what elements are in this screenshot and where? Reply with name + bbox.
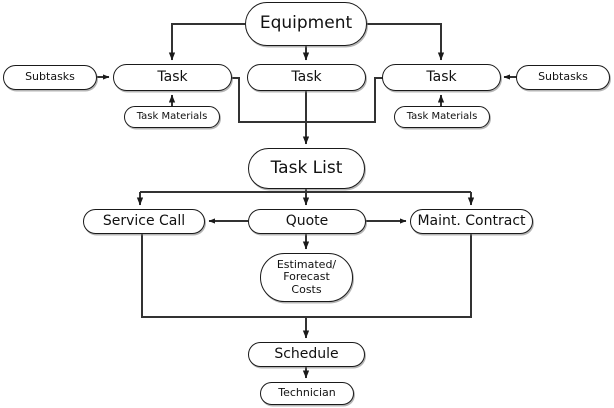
edge-group-to-schedule (141, 233, 472, 339)
node-technician-label: Technician (278, 386, 336, 400)
edge-group-equipment-to-tasks (168, 23, 445, 61)
node-equipment[interactable]: Equipment (245, 2, 367, 46)
node-service-call-label: Service Call (102, 212, 186, 229)
edge-group-task-materials (168, 94, 445, 106)
node-estimated-costs-label: Estimated/ Forecast Costs (276, 258, 337, 296)
node-task-materials-left[interactable]: Task Materials (124, 106, 220, 128)
node-schedule-label: Schedule (274, 345, 339, 362)
node-task-left[interactable]: Task (113, 64, 232, 91)
node-subtasks-left[interactable]: Subtasks (3, 65, 97, 90)
node-task-left-label: Task (157, 68, 188, 85)
node-schedule[interactable]: Schedule (248, 342, 365, 367)
node-task-center-label: Task (291, 68, 322, 85)
node-maint-contract-label: Maint. Contract (417, 212, 526, 229)
node-subtasks-right-label: Subtasks (538, 70, 588, 84)
edge-equipment-task-right (367, 23, 445, 61)
node-equipment-label: Equipment (259, 13, 353, 34)
node-task-center[interactable]: Task (247, 64, 366, 91)
edge-group-tasklist-branch (136, 189, 475, 206)
edge-equipment-task-left (168, 23, 245, 61)
node-task-materials-right-label: Task Materials (406, 111, 478, 123)
edge-task-left-tasklist (232, 77, 306, 123)
node-task-materials-right[interactable]: Task Materials (394, 106, 490, 128)
node-task-list-label: Task List (270, 157, 343, 178)
node-quote[interactable]: Quote (248, 209, 366, 234)
node-estimated-costs[interactable]: Estimated/ Forecast Costs (260, 253, 353, 302)
node-technician[interactable]: Technician (260, 382, 354, 405)
node-subtasks-left-label: Subtasks (25, 70, 75, 84)
node-task-materials-left-label: Task Materials (136, 111, 208, 123)
node-quote-label: Quote (285, 212, 329, 229)
node-maint-contract[interactable]: Maint. Contract (410, 209, 533, 234)
edge-group-quote-siblings (208, 218, 407, 250)
node-subtasks-right[interactable]: Subtasks (516, 65, 610, 90)
node-service-call[interactable]: Service Call (83, 209, 205, 234)
node-task-right-label: Task (426, 68, 457, 85)
node-task-list[interactable]: Task List (248, 148, 365, 189)
node-task-right[interactable]: Task (382, 64, 501, 91)
